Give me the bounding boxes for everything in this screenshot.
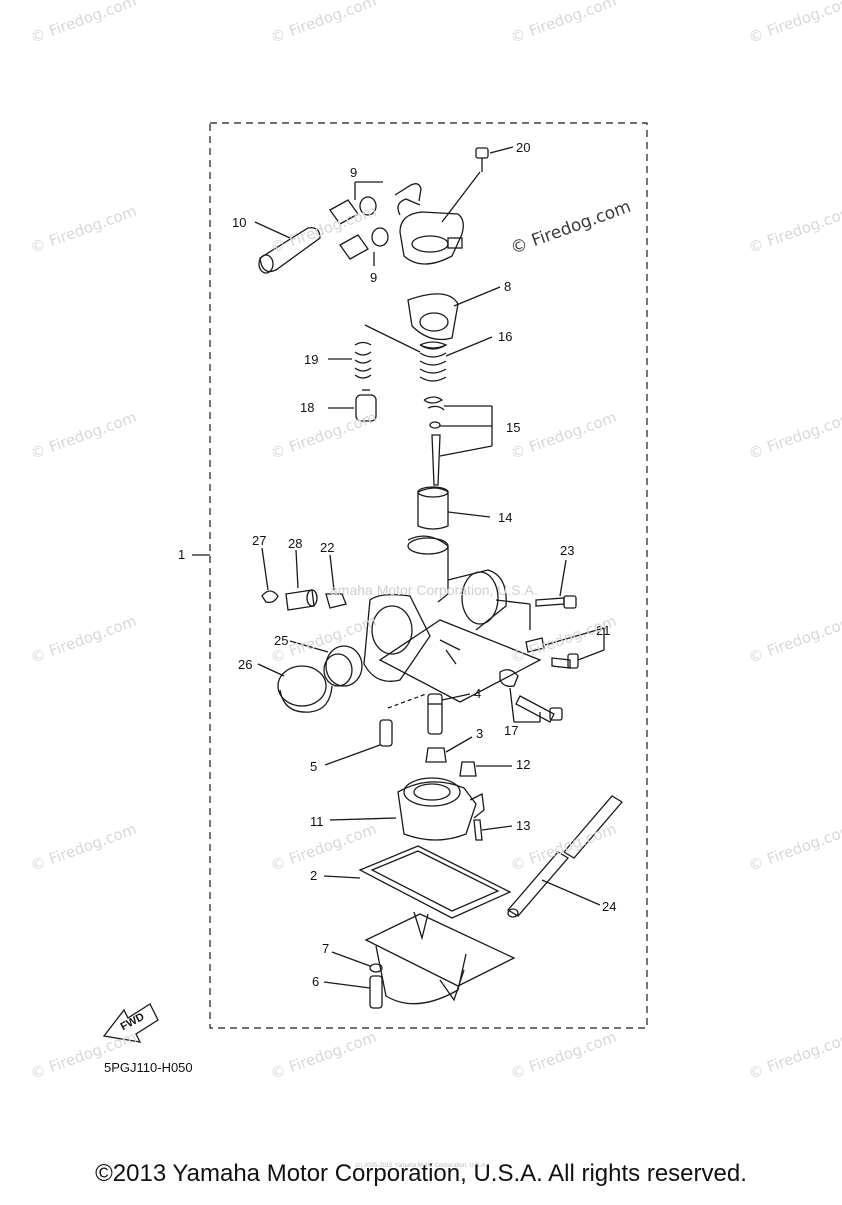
callout-5: 5 — [310, 759, 318, 774]
part-carburetor-body — [363, 535, 542, 703]
tiny-copyright-note: (c) 2005-2015 Yamaha Motor Corporation, … — [355, 1163, 487, 1169]
callout-17: 17 — [504, 723, 519, 738]
part-3-jet — [425, 747, 447, 763]
part-top-cover — [394, 183, 464, 265]
part-19-spring — [354, 341, 372, 379]
part-18-plunger — [355, 389, 377, 422]
part-10-sleeve — [258, 227, 321, 274]
callout-15: 15 — [506, 420, 521, 435]
part-15-needle — [423, 396, 445, 486]
callout-23: 23 — [560, 543, 575, 558]
assembly-border — [209, 122, 648, 1029]
part-24-tube — [507, 795, 623, 918]
callout-16: 16 — [498, 329, 513, 344]
part-6-screw — [369, 975, 383, 1009]
part-12-pilot — [459, 761, 477, 777]
part-20-bolt — [475, 147, 489, 172]
callout-14: 14 — [498, 510, 513, 525]
part-5-screw — [379, 719, 393, 747]
callout-21: 21 — [596, 623, 611, 638]
callout-20: 20 — [516, 140, 531, 155]
inline-watermark: amaha Motor Corporation, U.S.A. — [330, 582, 538, 598]
callout-11: 11 — [310, 814, 324, 829]
callout-9-top: 9 — [350, 165, 358, 180]
part-26-ring — [277, 665, 333, 713]
callout-10: 10 — [232, 215, 247, 230]
callout-26: 26 — [238, 657, 253, 672]
callout-3: 3 — [476, 726, 484, 741]
callout-12: 12 — [516, 757, 531, 772]
callout-25: 25 — [274, 633, 289, 648]
part-21-screws — [525, 637, 579, 669]
part-22-nut — [325, 593, 347, 609]
part-14-valve — [417, 486, 449, 530]
diagram-code: 5PGJ110-H050 — [104, 1060, 193, 1075]
callout-9-bottom: 9 — [370, 270, 378, 285]
part-25-ring — [323, 645, 363, 687]
part-4-jet — [427, 693, 443, 735]
part-27-clip — [261, 590, 279, 604]
callout-24: 24 — [602, 899, 617, 914]
callout-18: 18 — [300, 400, 315, 415]
callout-8: 8 — [504, 279, 512, 294]
callout-13: 13 — [516, 818, 531, 833]
part-9-caps — [329, 196, 389, 260]
part-16-spring — [419, 341, 448, 382]
part-13-pin — [473, 819, 483, 841]
part-23-screw — [535, 595, 577, 609]
callout-4: 4 — [474, 686, 482, 701]
callout-6: 6 — [312, 974, 320, 989]
part-float-bowl — [364, 911, 516, 1005]
callout-22: 22 — [320, 540, 335, 555]
part-17-screws — [499, 669, 563, 723]
part-2-gasket — [358, 845, 512, 919]
copyright-footer: ©2013 Yamaha Motor Corporation, U.S.A. A… — [95, 1160, 747, 1187]
part-28-sleeve — [285, 589, 318, 611]
part-11-float — [397, 777, 485, 841]
part-8-plate — [407, 293, 459, 341]
callout-2: 2 — [310, 868, 318, 883]
fwd-arrow-icon — [102, 1003, 159, 1043]
callout-28: 28 — [288, 536, 303, 551]
callout-7: 7 — [322, 941, 330, 956]
callout-19: 19 — [304, 352, 319, 367]
callout-27: 27 — [252, 533, 267, 548]
callout-1: 1 — [178, 547, 186, 562]
part-7-washer — [369, 963, 383, 973]
